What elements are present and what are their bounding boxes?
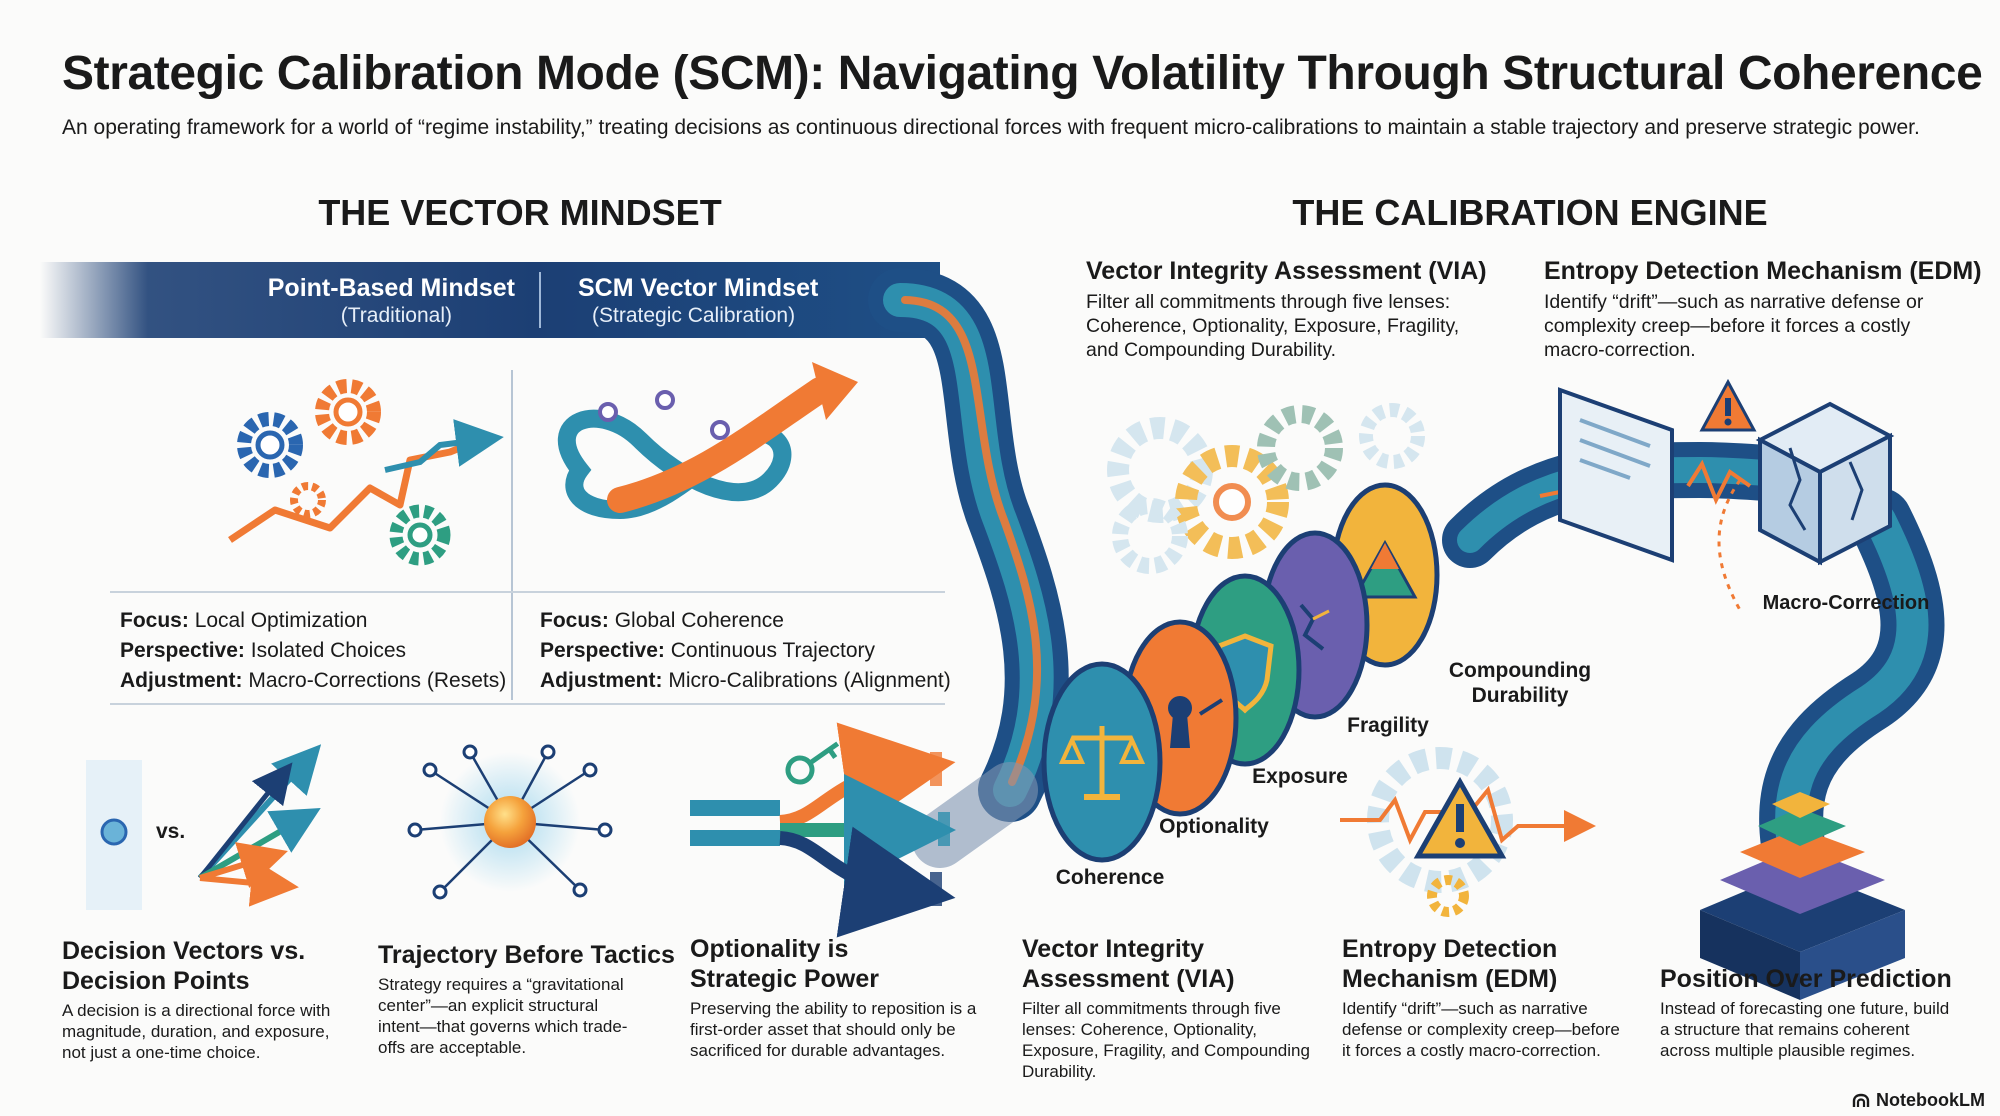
lens-label-fragility: Fragility [1347, 714, 1429, 737]
calibration-engine-heading: THE CALIBRATION ENGINE [1292, 192, 1768, 233]
point-based-focus: Focus: Local Optimization [120, 609, 368, 632]
card-position: Position Over Prediction Instead of fore… [1660, 964, 1960, 1061]
lens-label-optionality: Optionality [1159, 815, 1269, 838]
lens-label-exposure: Exposure [1252, 765, 1348, 788]
card-edm: Entropy Detection Mechanism (EDM) Identi… [1342, 934, 1632, 1061]
macro-correction-label: Macro-Correction [1762, 592, 1930, 614]
point-based-attributes: Focus: Local Optimization Perspective: I… [120, 606, 507, 696]
brand-name: NotebookLM [1876, 1090, 1985, 1110]
scm-vector-perspective: Perspective: Continuous Trajectory [540, 639, 876, 662]
card-decision-vectors-title: Decision Vectors vs. Decision Points [62, 937, 306, 995]
point-based-subtitle: (Traditional) [340, 304, 452, 327]
gravitational-center-icon [407, 744, 613, 900]
engine-gears-icon [1107, 403, 1425, 574]
via-callout: Vector Integrity Assessment (VIA) Filter… [1086, 256, 1487, 362]
card-trajectory-body: Strategy requires a “gravitational cente… [378, 975, 628, 1057]
card-trajectory-title: Trajectory Before Tactics [378, 941, 675, 969]
edm-callout-title: Entropy Detection Mechanism (EDM) [1544, 257, 1982, 285]
card-via-title: Vector Integrity Assessment (VIA) [1022, 935, 1235, 993]
card-via-body: Filter all commitments through five lens… [1022, 999, 1310, 1081]
card-position-title: Position Over Prediction [1660, 965, 1952, 993]
vector-mindset-heading: THE VECTOR MINDSET [318, 192, 722, 233]
scm-vector-subtitle: (Strategic Calibration) [592, 304, 796, 327]
vs-label: vs. [156, 820, 186, 843]
page-subtitle: An operating framework for a world of “r… [62, 116, 1920, 139]
brand-badge: NotebookLM [1852, 1090, 1992, 1111]
card-position-body: Instead of forecasting one future, build… [1660, 999, 1950, 1060]
card-trajectory: Trajectory Before Tactics Strategy requi… [378, 940, 675, 1058]
card-via: Vector Integrity Assessment (VIA) Filter… [1022, 934, 1312, 1082]
scm-vector-attributes: Focus: Global Coherence Perspective: Con… [540, 606, 951, 696]
scm-vector-title: SCM Vector Mindset [578, 274, 819, 302]
lens-label-compounding-durability: Compounding Durability [1448, 659, 1592, 707]
card-decision-vectors-body: A decision is a directional force with m… [62, 1001, 331, 1062]
layered-pyramid-icon [1700, 792, 1905, 1000]
point-based-title: Point-Based Mindset [267, 274, 515, 302]
card-decision-vectors: Decision Vectors vs. Decision Points A d… [62, 936, 352, 1063]
mindset-banner [40, 262, 940, 338]
notebooklm-logo-icon [1852, 1093, 1870, 1107]
branching-paths-icon [690, 722, 956, 938]
cracked-cube-icon [1755, 401, 1895, 566]
card-optionality-title: Optionality is Strategic Power [690, 935, 879, 993]
via-callout-body: Filter all commitments through five lens… [1086, 291, 1460, 361]
point-based-adjustment: Adjustment: Macro-Corrections (Resets) [120, 669, 507, 692]
drift-monitor-icon [1558, 387, 1674, 563]
card-edm-title: Entropy Detection Mechanism (EDM) [1342, 935, 1558, 993]
card-optionality: Optionality is Strategic Power Preservin… [690, 934, 980, 1061]
edm-callout-body: Identify “drift”—such as narrative defen… [1544, 291, 1924, 361]
card-optionality-body: Preserving the ability to reposition is … [690, 999, 977, 1060]
lens-label-coherence: Coherence [1055, 866, 1165, 889]
card-edm-body: Identify “drift”—such as narrative defen… [1342, 999, 1620, 1060]
point-based-perspective: Perspective: Isolated Choices [120, 639, 407, 662]
page-title: Strategic Calibration Mode (SCM): Naviga… [62, 47, 1983, 100]
point-vs-vectors-icon [86, 744, 322, 910]
vector-ribbon [868, 268, 1069, 868]
infinity-arrow-icon [557, 362, 858, 520]
via-lenses [1041, 482, 1440, 863]
edm-gear-warning-icon [1340, 747, 1596, 917]
scm-vector-focus: Focus: Global Coherence [540, 609, 784, 632]
gears-zigzag-icon [228, 379, 504, 566]
warning-icon [1699, 378, 1757, 432]
scm-vector-adjustment: Adjustment: Micro-Calibrations (Alignmen… [540, 669, 951, 692]
edm-callout: Entropy Detection Mechanism (EDM) Identi… [1544, 256, 1982, 362]
lens-coherence [1041, 661, 1163, 863]
via-callout-title: Vector Integrity Assessment (VIA) [1086, 257, 1487, 285]
